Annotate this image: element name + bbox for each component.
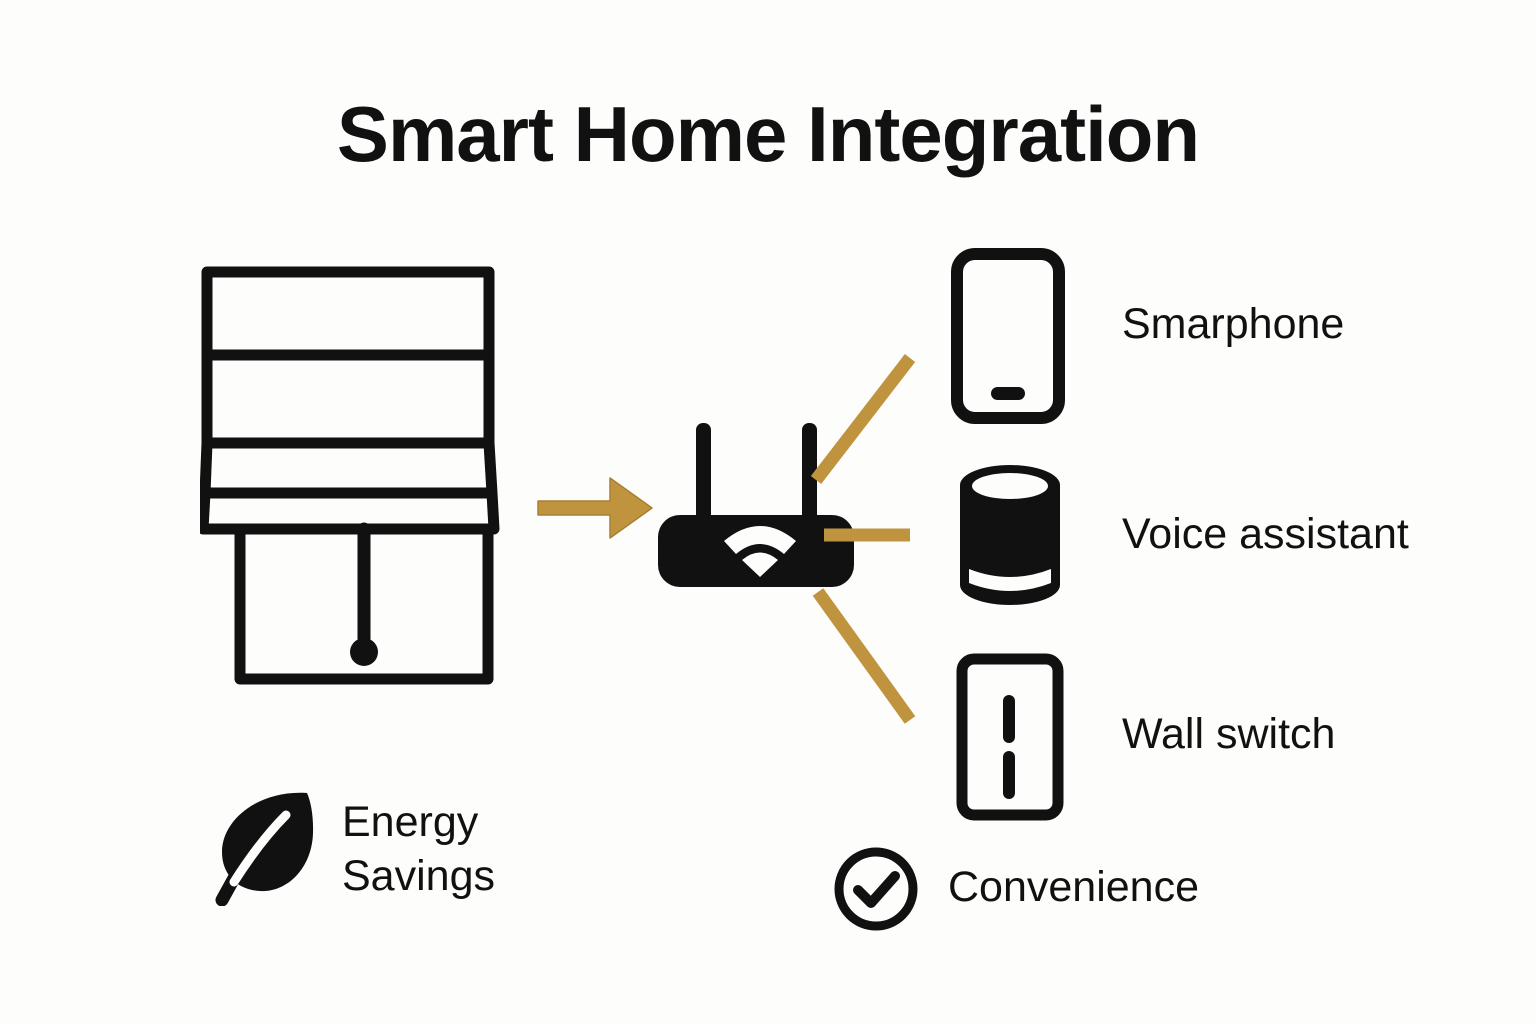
wall-switch-icon xyxy=(955,652,1065,822)
device-label-wall-switch: Wall switch xyxy=(1122,710,1336,758)
benefit-label-energy-line1: Energy xyxy=(342,798,479,846)
speaker-top-ring xyxy=(972,473,1048,499)
wall-switch-toggle-upper xyxy=(1003,695,1015,743)
check-circle-icon xyxy=(832,845,920,933)
blind-cord-bead xyxy=(350,638,378,666)
benefit-label-convenience: Convenience xyxy=(948,863,1200,911)
connector-smartphone xyxy=(810,354,916,484)
benefit-label-energy-savings: Energy Savings xyxy=(342,795,495,903)
connector-wall-switch xyxy=(812,588,916,724)
page-title: Smart Home Integration xyxy=(336,90,1200,178)
wall-switch-toggle-lower xyxy=(1003,751,1015,799)
benefit-label-energy-line2: Savings xyxy=(342,852,495,900)
smart-speaker-icon xyxy=(955,465,1065,605)
leaf-vein xyxy=(229,810,291,887)
wifi-router-icon xyxy=(655,415,865,595)
smartphone-icon xyxy=(950,247,1066,425)
window-blind-icon xyxy=(197,265,530,685)
right-arrow-icon xyxy=(536,468,656,548)
device-label-voice-assistant: Voice assistant xyxy=(1122,510,1409,558)
smartphone-home-button xyxy=(991,387,1025,400)
speaker-light-band xyxy=(969,569,1051,591)
device-label-smartphone: Smarphone xyxy=(1122,300,1345,348)
check-mark xyxy=(853,871,900,908)
router-antenna-right xyxy=(802,423,817,533)
hub-device-connectors xyxy=(810,330,990,750)
wifi-signal-icon xyxy=(724,526,796,577)
router-antenna-left xyxy=(696,423,711,533)
router-body xyxy=(658,515,854,587)
leaf-icon xyxy=(214,788,324,907)
